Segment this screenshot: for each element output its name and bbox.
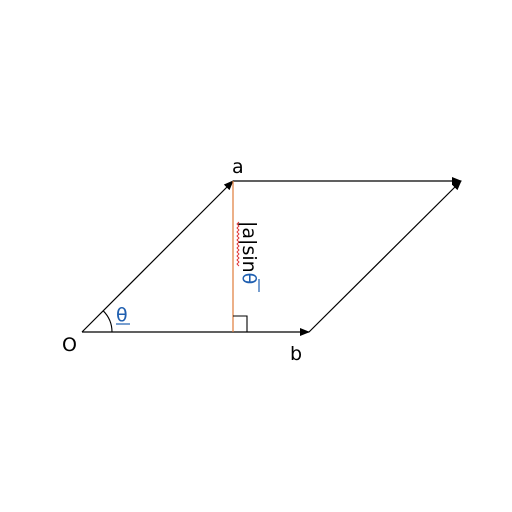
vector-a-arrow xyxy=(81,180,234,333)
vector-a-label: a xyxy=(232,156,244,178)
right-angle-marker-icon xyxy=(233,315,248,332)
angle-theta-label: θ xyxy=(116,304,128,326)
height-label-theta: θ xyxy=(238,273,260,285)
height-label-prefix: |a|sin xyxy=(238,221,260,273)
origin-label: O xyxy=(62,334,77,356)
vector-b-label: b xyxy=(290,343,302,365)
height-label: |a|sinθ xyxy=(238,221,260,284)
spell-underline xyxy=(236,221,240,267)
height-label-group: |a|sinθ xyxy=(236,221,260,292)
right-side-arrow xyxy=(308,180,462,333)
angle-arc xyxy=(102,310,113,333)
